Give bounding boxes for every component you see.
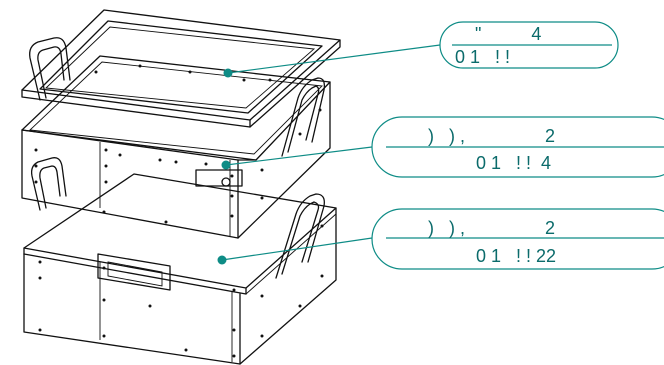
lid (21, 9, 341, 128)
callout-3: ) ) , 2 0 1 ! ! 22 (217, 208, 664, 270)
callout-2: ) ) , 2 0 1 ! ! 4 (221, 116, 664, 178)
callout-3-marker (217, 255, 227, 265)
callout-2-line1: ) ) , 2 (428, 126, 555, 146)
bottom-handle-left (30, 157, 67, 211)
bottom-handle-right (275, 193, 325, 279)
callout-1: " 4 0 1 ! ! (223, 21, 619, 78)
callout-1-marker (223, 68, 233, 78)
callout-3-line2: 0 1 ! ! 22 (476, 246, 556, 266)
callout-3-bubble (371, 208, 664, 270)
callout-1-line1: " 4 (475, 24, 541, 44)
middle-handle-right (281, 77, 326, 157)
bottom-box (23, 207, 337, 365)
callout-3-line1: ) ) , 2 (428, 218, 555, 238)
middle-box (21, 55, 331, 239)
callout-2-line2: 0 1 ! ! 4 (476, 153, 551, 173)
callout-1-line2: 0 1 ! ! (455, 47, 510, 67)
lid-handle-left (29, 37, 71, 101)
callout-2-marker (221, 160, 231, 170)
